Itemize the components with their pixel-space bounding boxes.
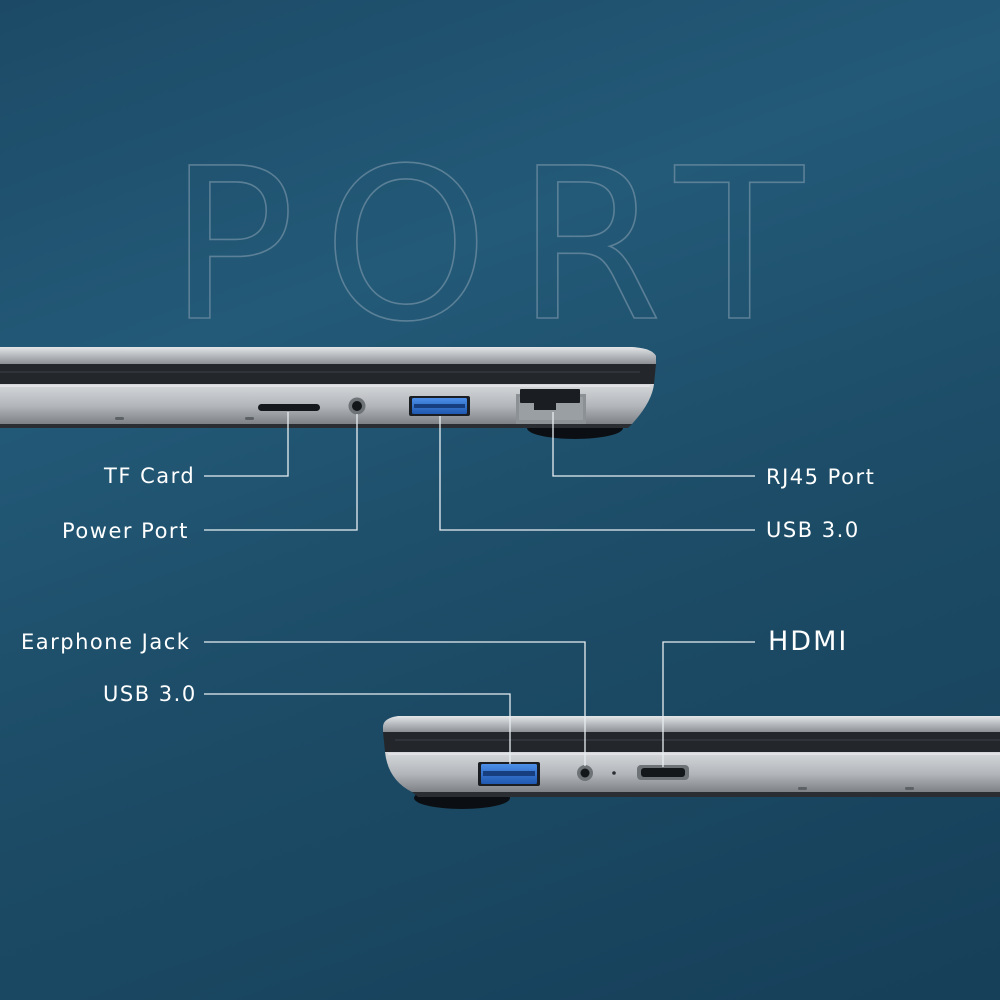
laptop-right-side (0, 347, 656, 439)
laptop-left-side (383, 716, 1000, 809)
rj45-port-label: RJ45 Port (766, 465, 876, 489)
power-port-callout-line (204, 414, 358, 531)
indicator-led-icon (612, 771, 616, 775)
hdmi-label: HDMI (768, 626, 849, 657)
usb-port-icon (478, 762, 540, 786)
usb-port-icon (409, 396, 470, 416)
usb-right-callout-line (439, 416, 755, 531)
tf-card-label: TF Card (104, 464, 196, 488)
earphone-jack-label: Earphone Jack (21, 630, 191, 654)
power-port-label: Power Port (62, 519, 189, 543)
rj45-port-icon (516, 389, 586, 424)
power-port-icon (348, 397, 366, 415)
usb-left-label: USB 3.0 (103, 682, 197, 706)
hdmi-port-icon (637, 765, 689, 780)
port-heading: PORT (169, 123, 832, 368)
rj45-callout-line (552, 412, 755, 477)
earphone-callout-line (204, 641, 586, 766)
hdmi-callout-line (662, 641, 755, 767)
usb-left-callout-line (204, 693, 511, 764)
tf-card-callout-line (204, 412, 289, 477)
usb-right-label: USB 3.0 (766, 518, 860, 542)
earphone-jack-icon (577, 765, 593, 781)
tf-card-slot (258, 404, 320, 411)
